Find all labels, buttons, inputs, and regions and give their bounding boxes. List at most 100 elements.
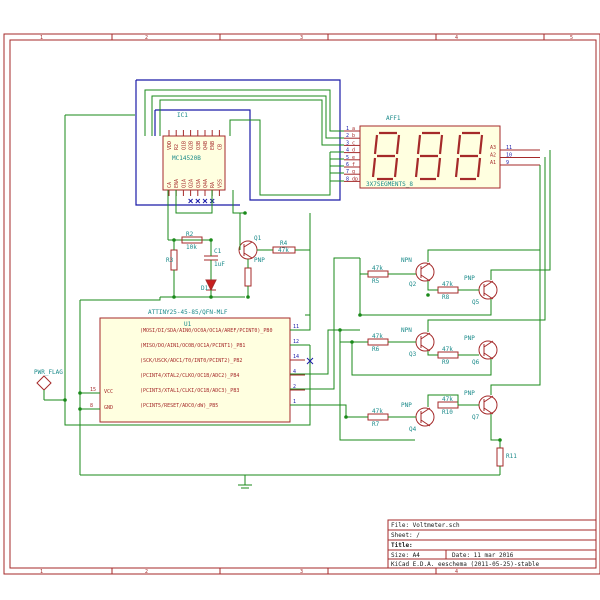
decoder-display-wires: [144, 89, 344, 240]
decoder-top-pin: Q1B: [181, 141, 187, 150]
q2-ref: Q2: [409, 281, 417, 288]
transistor-q2: [415, 262, 435, 282]
transistor-q5: [478, 280, 498, 300]
transistor-q4: [415, 407, 435, 427]
display-left-pin-num: 5: [346, 155, 349, 161]
display-segment: [395, 134, 401, 155]
border-col-3: 3: [300, 35, 303, 41]
mcu-pin-name: (PCINT5/RESET/ADC0/dW)_PB5: [140, 403, 218, 409]
display-segment: [416, 134, 422, 155]
r4-value: 47k: [278, 247, 289, 254]
decoder-bottom-pin: Q2A: [189, 179, 195, 188]
display-left-pin-num: 1: [346, 126, 349, 132]
title-block-tool: KiCad E.D.A. eeschema (2011-05-25)-stabl…: [391, 561, 539, 568]
display-left-pin-num: 8: [346, 176, 349, 182]
driver-section: R547kQ2NPNR847kQ5PNPR647kQ3NPNR947kQ6PNP…: [63, 150, 551, 475]
q1-stage: Q1 PNP R4 47k: [238, 213, 311, 331]
mcu-gnd-num: 8: [90, 403, 93, 409]
mcu-pin-name: (MOSI/DI/SDA/AIN0/OC0A/OC1A/AREF/PCINT0)…: [140, 328, 272, 334]
c1-value: 1uF: [214, 261, 225, 268]
border-col-4: 4: [455, 35, 458, 41]
display-segment: [373, 134, 379, 155]
mcu-pin-num: 1: [293, 399, 296, 405]
display-right-pin-num: 10: [506, 153, 512, 159]
display-left-pin-name: d: [352, 148, 355, 154]
r2-value: 10k: [186, 244, 197, 251]
q4-ref: Q4: [409, 426, 417, 433]
display-ref: AFF1: [386, 115, 401, 122]
display-right-pin-name: A2: [490, 153, 496, 159]
r5-ref: R5: [372, 278, 380, 285]
display-left-pin-num: 7: [346, 169, 349, 175]
decoder-top-pin: Q4B: [203, 141, 209, 150]
q7-type: PNP: [464, 390, 475, 397]
title-block-title: Title:: [391, 542, 413, 549]
decoder-top-pin: ENB: [210, 141, 216, 150]
display-segment: [393, 157, 399, 178]
data-bus: [135, 79, 341, 206]
mcu-pin-num: 12: [293, 339, 299, 345]
mcu-pin-name: (SCK/USCK/ADC1/T0/INT0/PCINT2)_PB2: [140, 358, 242, 364]
display-segment: [371, 157, 377, 178]
r3-ref: R3: [166, 257, 174, 264]
q6-ref: Q6: [472, 359, 480, 366]
r10-ref: R10: [442, 409, 453, 416]
display-left-pin-name: g: [352, 169, 355, 175]
decoder-bottom-pin: ENA: [174, 179, 180, 188]
decoder-bottom-pin: Q1A: [181, 179, 187, 188]
r7-value: 47k: [372, 408, 383, 415]
title-block-date: Date: 11 mar 2016: [452, 552, 514, 559]
r9-ref: R9: [442, 359, 450, 366]
mcu-vcc-num: 15: [90, 387, 96, 393]
display-right-pin-num: 11: [506, 145, 512, 151]
decoder-value: MC14520B: [172, 155, 201, 162]
q5-type: PNP: [464, 275, 475, 282]
title-block: File: Voltmeter.sch Sheet: / Title: Size…: [387, 519, 597, 569]
decoder-top-pin: CB: [217, 144, 223, 150]
mcu-value: ATTINY25-45-85/QFN-MLF: [148, 309, 228, 316]
q4-type: PNP: [401, 402, 412, 409]
r8-value: 47k: [442, 281, 453, 288]
display-left-pin-name: b: [352, 133, 355, 139]
title-block-size: Size: A4: [391, 552, 420, 559]
mcu-vcc: VCC: [104, 389, 113, 395]
border-col-5: 5: [570, 35, 573, 41]
display-left-pin-name: c: [352, 140, 355, 146]
decoder-top-pin: VDD: [167, 141, 173, 150]
display-segment: [436, 157, 442, 178]
transistor-q3: [415, 332, 435, 352]
display-left-pin-num: 4: [346, 148, 349, 154]
display-right-pin-name: A1: [490, 160, 496, 166]
border-bottom-col-2: 2: [145, 569, 148, 575]
display-left-pin-name: e: [352, 155, 355, 161]
decoder-top-pin: Q2B: [189, 141, 195, 150]
mcu-gnd: GND: [104, 405, 113, 411]
transistor-q6: [478, 340, 498, 360]
mcu-pin-name: (PCINT3/XTAL1/CLKI/OC1B/ADC3)_PB3: [140, 388, 239, 394]
q5-ref: Q5: [472, 299, 480, 306]
r11-ref: R11: [506, 453, 517, 460]
display-right-pin-name: A3: [490, 145, 496, 151]
q7-ref: Q7: [472, 414, 480, 421]
mcu-pin-name: (PCINT4/XTAL2/CLKO/OC1B/ADC2)_PB4: [140, 373, 239, 379]
title-block-file: File: Voltmeter.sch: [391, 522, 460, 529]
q6-type: PNP: [464, 335, 475, 342]
display-segment: [454, 157, 460, 178]
border-bottom-col-4: 4: [455, 569, 458, 575]
mcu-pin-name: (MISO/DO/AIN1/OC0B/OC1A/PCINT1)_PB1: [140, 343, 245, 349]
mcu-pin-num: 4: [293, 369, 296, 375]
decoder-bottom-pin: CA: [167, 182, 173, 188]
title-block-sheet: Sheet: /: [391, 532, 420, 539]
r2-ref: R2: [186, 231, 194, 238]
c1-ref: C1: [214, 248, 222, 255]
mcu-pin-num: 11: [293, 324, 299, 330]
display-segment: [456, 134, 462, 155]
display-left-pin-name: dp: [352, 176, 358, 182]
decoder-bottom-pin: Q3A: [196, 179, 202, 188]
r10-value: 47k: [442, 396, 453, 403]
r5-value: 47k: [372, 265, 383, 272]
display-segment: [438, 134, 444, 155]
